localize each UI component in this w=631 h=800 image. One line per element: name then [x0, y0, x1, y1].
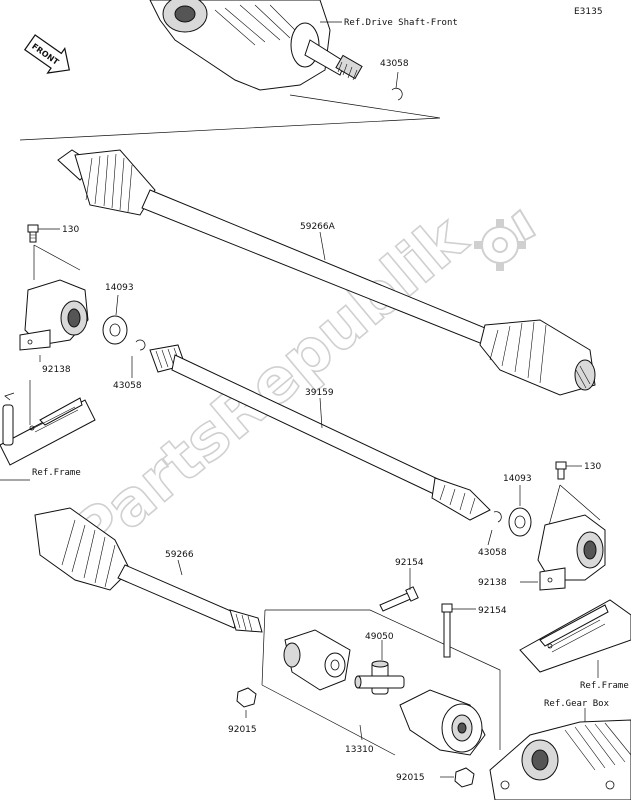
washer-14093-left-icon [102, 315, 128, 345]
bolt-92154-a-icon [379, 586, 419, 612]
nut-92015-bottom-icon [454, 767, 475, 788]
ref-drive-shaft-front: Ref.Drive Shaft-Front [344, 18, 458, 28]
diagram-code: E3135 [574, 7, 603, 17]
label-92138-left: 92138 [42, 365, 71, 375]
label-92154-a: 92154 [395, 558, 424, 568]
label-92015-left: 92015 [228, 725, 257, 735]
frame-left [0, 392, 96, 466]
label-59266: 59266 [165, 550, 194, 560]
label-43058-right: 43058 [478, 548, 507, 558]
gear-logo-icon [474, 208, 537, 271]
label-92138-right: 92138 [478, 578, 507, 588]
washer-14093-right-icon [508, 507, 532, 537]
label-43058-top: 43058 [380, 59, 409, 69]
label-92015-bottom: 92015 [396, 773, 425, 783]
left-bearing-holder [19, 279, 89, 351]
label-39159: 39159 [305, 388, 334, 398]
ref-frame-right: Ref.Frame [580, 681, 629, 691]
ref-gear-box: Ref.Gear Box [544, 699, 610, 709]
gear-box [489, 719, 631, 800]
drive-shaft-front-housing [149, 0, 363, 91]
yoke-left [283, 629, 351, 691]
label-130-right: 130 [584, 462, 601, 472]
universal-joint-49050 [354, 660, 405, 695]
bolt-130-right-icon [555, 461, 567, 480]
bolt-92154-b-icon [441, 603, 453, 658]
front-arrow-icon: FRONT [23, 34, 71, 74]
label-43058-left: 43058 [113, 381, 142, 391]
label-14093-left: 14093 [105, 283, 134, 293]
label-13310: 13310 [345, 745, 374, 755]
bolt-130-left-icon [27, 224, 39, 243]
nut-92015-left-icon [236, 687, 257, 708]
circlip-left-icon [135, 339, 146, 351]
label-49050: 49050 [365, 632, 394, 642]
shaft-59266A [57, 149, 596, 396]
shaft-59266 [34, 507, 263, 633]
label-92154-b: 92154 [478, 606, 507, 616]
yoke-right-flange [399, 689, 486, 756]
label-130-left: 130 [62, 225, 79, 235]
circlip-top-icon [391, 87, 403, 101]
shaft-39159 [149, 344, 491, 521]
circlip-right-icon [493, 511, 502, 523]
label-14093-right: 14093 [503, 474, 532, 484]
label-59266A: 59266A [300, 222, 336, 232]
frame-right [519, 599, 631, 673]
ref-frame-left: Ref.Frame [32, 468, 81, 478]
right-bearing-holder [537, 514, 606, 591]
